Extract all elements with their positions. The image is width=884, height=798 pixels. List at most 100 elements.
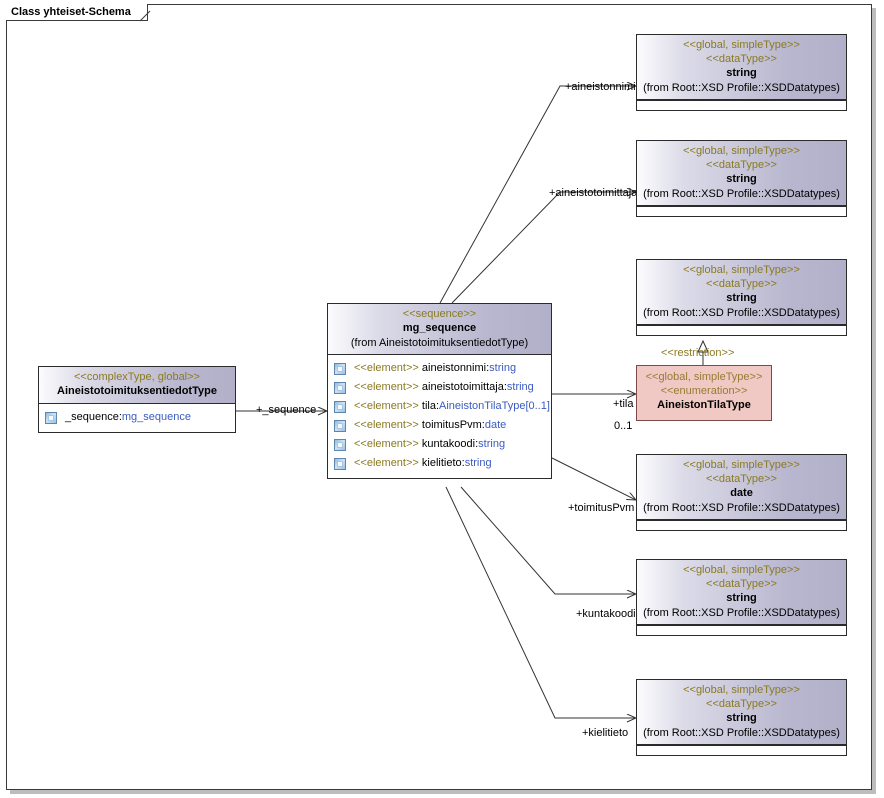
attribute-name: kielitieto:	[418, 457, 465, 469]
class-box-datatype-string-4[interactable]: <<global, simpleType>> <<dataType>> stri…	[636, 559, 847, 636]
empty-compartment	[637, 520, 846, 530]
stereotype-label-1: <<global, simpleType>>	[683, 145, 800, 157]
class-attributes-complextype: _sequence:mg_sequence	[39, 404, 235, 432]
attribute-text: <<element>> kuntakoodi:string	[354, 438, 505, 451]
empty-compartment	[637, 625, 846, 635]
class-from-label: (from Root::XSD Profile::XSDDatatypes)	[643, 502, 840, 514]
stereotype-label-2: <<enumeration>>	[660, 385, 748, 397]
attribute-name: kuntakoodi:	[418, 438, 479, 450]
attribute-name: aineistonnimi:	[418, 362, 490, 374]
stereotype-label-1: <<global, simpleType>>	[683, 564, 800, 576]
stereotype-label: <<sequence>>	[402, 308, 477, 320]
class-header: <<global, simpleType>> <<dataType>> stri…	[637, 35, 846, 100]
link-label-tila-multiplicity: 0..1	[614, 420, 633, 432]
attribute-row[interactable]: <<element>> aineistonnimi:string	[328, 359, 551, 378]
class-header: <<global, simpleType>> <<dataType>> date…	[637, 455, 846, 520]
attribute-keyword: <<element>>	[354, 400, 419, 412]
element-icon	[334, 457, 346, 470]
class-box-datatype-date[interactable]: <<global, simpleType>> <<dataType>> date…	[636, 454, 847, 531]
empty-compartment	[637, 325, 846, 335]
class-name-label: string	[726, 712, 757, 724]
class-header-complextype: <<complexType, global>> Aineistotoimituk…	[39, 367, 235, 404]
class-box-enumeration[interactable]: <<global, simpleType>> <<enumeration>> A…	[636, 365, 772, 421]
stereotype-label-1: <<global, simpleType>>	[683, 39, 800, 51]
element-icon	[334, 362, 346, 375]
class-name-label: string	[726, 292, 757, 304]
class-header: <<global, simpleType>> <<dataType>> stri…	[637, 680, 846, 745]
empty-compartment	[637, 100, 846, 110]
attribute-row[interactable]: _sequence:mg_sequence	[39, 408, 235, 427]
attribute-row[interactable]: <<element>> kielitieto:string	[328, 454, 551, 473]
stereotype-label-2: <<dataType>>	[706, 698, 777, 710]
link-label-kielitieto: +kielitieto	[582, 727, 629, 739]
class-from-label: (from Root::XSD Profile::XSDDatatypes)	[643, 188, 840, 200]
stereotype-label-2: <<dataType>>	[706, 578, 777, 590]
stereotype-label-2: <<dataType>>	[706, 278, 777, 290]
stereotype-label-2: <<dataType>>	[706, 473, 777, 485]
attribute-row[interactable]: <<element>> toimitusPvm:date	[328, 416, 551, 435]
link-label-sequence: +_sequence	[256, 404, 317, 416]
link-aineistotoimittaja	[451, 192, 636, 304]
attribute-keyword: <<element>>	[354, 362, 419, 374]
link-label-aineistonnimi: +aineistonnimi	[565, 81, 636, 93]
stereotype-label-1: <<global, simpleType>>	[683, 459, 800, 471]
class-name-label: string	[726, 67, 757, 79]
attribute-type: string	[506, 381, 534, 393]
element-icon	[334, 400, 346, 413]
link-aineistonnimi	[439, 86, 636, 304]
class-header: <<global, simpleType>> <<dataType>> stri…	[637, 260, 846, 325]
class-from-label: (from Root::XSD Profile::XSDDatatypes)	[643, 727, 840, 739]
attribute-name: _sequence:	[65, 411, 122, 423]
class-from-label: (from Root::XSD Profile::XSDDatatypes)	[643, 307, 840, 319]
attribute-text: <<element>> toimitusPvm:date	[354, 419, 506, 432]
class-box-datatype-string-2[interactable]: <<global, simpleType>> <<dataType>> stri…	[636, 140, 847, 217]
attribute-type: string	[464, 457, 492, 469]
class-name-label: date	[730, 487, 753, 499]
stereotype-label-1: <<global, simpleType>>	[645, 371, 763, 383]
class-name-label: string	[726, 173, 757, 185]
class-name-label: mg_sequence	[402, 322, 477, 334]
class-attributes-sequence: <<element>> aineistonnimi:string <<eleme…	[328, 355, 551, 478]
attribute-name: aineistotoimittaja:	[418, 381, 507, 393]
element-icon	[334, 438, 346, 451]
class-header: <<global, simpleType>> <<dataType>> stri…	[637, 141, 846, 206]
class-header: <<global, simpleType>> <<dataType>> stri…	[637, 560, 846, 625]
attribute-keyword: <<element>>	[354, 381, 419, 393]
attribute-row[interactable]: <<element>> aineistotoimittaja:string	[328, 378, 551, 397]
attribute-keyword: <<element>>	[354, 457, 419, 469]
link-label-toimitusPvm: +toimitusPvm	[568, 502, 635, 514]
stereotype-label-1: <<global, simpleType>>	[683, 264, 800, 276]
attribute-row[interactable]: <<element>> tila:AineistonTilaType[0..1]	[328, 397, 551, 416]
class-box-sequence[interactable]: <<sequence>> mg_sequence (from Aineistot…	[327, 303, 552, 479]
element-icon	[334, 381, 346, 394]
attribute-type: AineistonTilaType	[439, 400, 526, 412]
class-box-datatype-string-3[interactable]: <<global, simpleType>> <<dataType>> stri…	[636, 259, 847, 336]
element-icon	[45, 411, 57, 424]
attribute-multiplicity: [0..1]	[525, 400, 550, 412]
empty-compartment	[637, 745, 846, 755]
element-icon	[334, 419, 346, 432]
attribute-text: <<element>> aineistonnimi:string	[354, 362, 516, 375]
diagram-title-tab: Class yhteiset-Schema	[6, 4, 148, 21]
attribute-keyword: <<element>>	[354, 419, 419, 431]
attribute-name: tila:	[418, 400, 440, 412]
attribute-type: date	[484, 419, 507, 431]
class-name-label: string	[726, 592, 757, 604]
attribute-row[interactable]: <<element>> kuntakoodi:string	[328, 435, 551, 454]
class-box-complextype[interactable]: <<complexType, global>> Aineistotoimituk…	[38, 366, 236, 433]
link-kielitieto	[445, 486, 636, 718]
class-box-datatype-string-5[interactable]: <<global, simpleType>> <<dataType>> stri…	[636, 679, 847, 756]
diagram-title-text: Class yhteiset-Schema	[11, 6, 131, 18]
attribute-text: <<element>> tila:AineistonTilaType[0..1]	[354, 400, 550, 413]
link-label-aineistotoimittaja: +aineistotoimittaja	[549, 187, 638, 199]
attribute-type: mg_sequence	[121, 411, 191, 423]
class-from-label: (from Root::XSD Profile::XSDDatatypes)	[643, 607, 840, 619]
attribute-text: <<element>> kielitieto:string	[354, 457, 492, 470]
attribute-name: toimitusPvm:	[418, 419, 485, 431]
class-box-datatype-string-1[interactable]: <<global, simpleType>> <<dataType>> stri…	[636, 34, 847, 111]
class-from-label: (from Root::XSD Profile::XSDDatatypes)	[643, 82, 840, 94]
link-kuntakoodi	[460, 486, 636, 594]
attribute-keyword: <<element>>	[354, 438, 419, 450]
